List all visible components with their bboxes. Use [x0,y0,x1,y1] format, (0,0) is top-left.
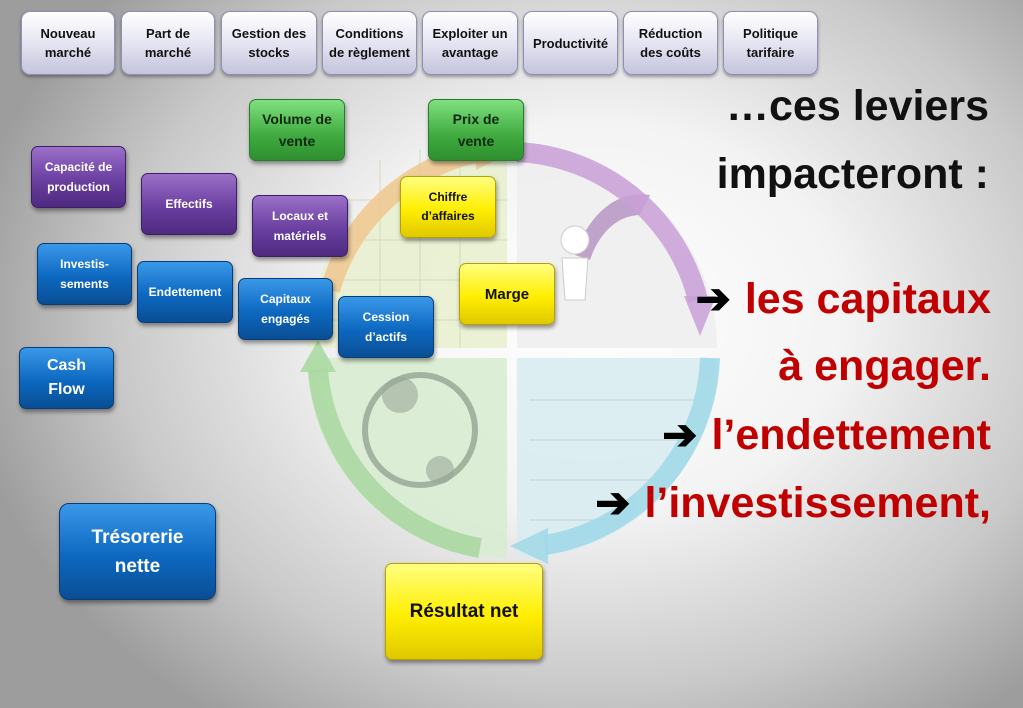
impact-investissement: ➔ l’investissement, [595,478,991,528]
impact-endettement-text: l’endettement [711,411,991,459]
impact-capitaux-text-2: à engager. [778,342,991,390]
cash-flow-box: Cash Flow [19,347,114,409]
tab-reduction-des-couts[interactable]: Réduction des coûts [623,11,718,75]
impact-capitaux-text: les capitaux [744,275,991,323]
quadrant-bottom-left [307,358,507,558]
impact-investissement-text: l’investissement, [644,479,991,527]
impact-capitaux: ➔ les capitaux [696,274,991,324]
figure-body-icon [561,257,589,301]
arrow-icon: ➔ [595,479,631,526]
effectifs-box: Effectifs [141,173,237,235]
prix-de-vente-box: Prix de vente [428,99,524,161]
tab-productivite[interactable]: Productivité [523,11,618,75]
resultat-net-box: Résultat net [385,563,543,660]
figure-head-icon [560,225,590,255]
headline: …ces leviers impacteront : [716,82,989,198]
tab-gestion-des-stocks[interactable]: Gestion des stocks [221,11,317,75]
cession-actifs-box: Cession d’actifs [338,296,434,358]
quadrant-bottom-right [517,358,717,558]
tab-conditions-de-reglement[interactable]: Conditions de règlement [322,11,417,75]
tab-exploiter-un-avantage[interactable]: Exploiter un avantage [422,11,518,75]
impact-endettement: ➔ l’endettement [662,410,991,460]
locaux-et-materiels-box: Locaux et matériels [252,195,348,257]
endettement-box: Endettement [137,261,233,323]
arrow-icon: ➔ [662,411,698,458]
figure-arrow-icon [575,194,650,260]
arrow-icon: ➔ [695,275,731,322]
capitaux-engages-box: Capitaux engagés [238,278,333,340]
sextant-icon [362,372,478,488]
tab-part-de-marche[interactable]: Part de marché [121,11,215,75]
tab-politique-tarifaire[interactable]: Politique tarifaire [723,11,818,75]
quadrant-top-right [517,148,717,348]
investissements-box: Investis- sements [37,243,132,305]
impact-capitaux-continued: à engager. [778,342,991,391]
capacite-de-production-box: Capacité de production [31,146,126,208]
tab-nouveau-marche[interactable]: Nouveau marché [21,11,115,75]
volume-de-vente-box: Volume de vente [249,99,345,161]
marge-box: Marge [459,263,555,325]
tresorerie-nette-box: Trésorerie nette [59,503,216,600]
chiffre-affaires-box: Chiffre d’affaires [400,176,496,238]
